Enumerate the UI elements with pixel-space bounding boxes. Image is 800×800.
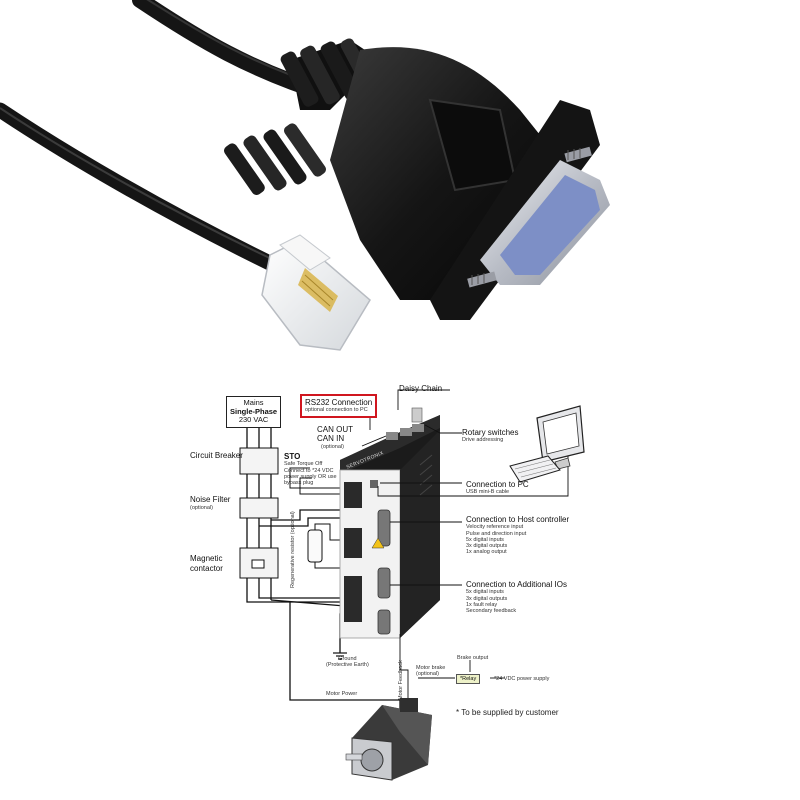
motor-brake-line2: (optional) bbox=[416, 671, 439, 678]
brake-output-label: Brake output bbox=[457, 655, 489, 661]
rs232-callout: RS232 Connection optional connection to … bbox=[300, 394, 378, 418]
footnote: * To be supplied by customer bbox=[456, 708, 559, 717]
host-item: 5x digital inputs bbox=[466, 536, 504, 543]
mains-voltage: 230 VAC bbox=[238, 415, 269, 425]
regen-label: Regenerative resistor (optional) bbox=[290, 511, 296, 588]
mains-box: Mains Single-Phase 230 VAC bbox=[226, 396, 282, 428]
host-item: 1x analog output bbox=[466, 549, 507, 556]
motor-feedback-label: Motor Feedback bbox=[398, 660, 404, 700]
sto-line1: Safe Torque Off bbox=[284, 461, 323, 468]
regen-resistor bbox=[307, 523, 345, 569]
rj11-contacts bbox=[298, 268, 338, 312]
can-in-note: (optional) bbox=[321, 444, 344, 450]
power-supply-label: *24 VDC power supply bbox=[494, 676, 550, 682]
ios-item: Secondary feedback bbox=[466, 608, 517, 615]
magnetic-contactor-label: Magnetic bbox=[190, 554, 223, 563]
mains-title: Mains bbox=[243, 398, 264, 407]
ios-item: 3x digital outputs bbox=[466, 595, 508, 602]
motor-brake-line1: Motor brake bbox=[416, 665, 446, 671]
daisy-chain-label: Daisy Chain bbox=[399, 384, 443, 393]
regen-label-1: Regenerative resistor bbox=[290, 535, 296, 588]
can-in-label: CAN IN bbox=[317, 434, 345, 443]
rs232-note: optional connection to PC bbox=[305, 407, 368, 414]
ios-item: 1x fault relay bbox=[466, 601, 498, 608]
sto-line2: Connect to *24 VDC bbox=[284, 467, 334, 474]
sto-line3: power supply OR use bbox=[284, 473, 337, 480]
circuit-breaker-label: Circuit Breaker bbox=[190, 451, 243, 460]
sto-title: STO bbox=[284, 452, 301, 461]
ios-title: Connection to Additional IOs bbox=[466, 580, 567, 589]
pc-callout: Connection to PC USB mini-B cable bbox=[466, 480, 529, 496]
host-item: Velocity reference input bbox=[466, 524, 524, 531]
pc-title: Connection to PC bbox=[466, 480, 529, 489]
ios-callout: Connection to Additional IOs 5x digital … bbox=[466, 580, 567, 614]
db9-connector bbox=[224, 38, 610, 320]
cable-lower bbox=[0, 102, 288, 276]
db9-insert bbox=[500, 175, 600, 275]
noise-filter-note: (optional) bbox=[190, 505, 213, 511]
ground-callout: Ground (Protective Earth) bbox=[326, 656, 369, 669]
servo-motor bbox=[345, 698, 432, 781]
ios-item: 5x digital inputs bbox=[466, 589, 504, 596]
servo-drive bbox=[339, 407, 440, 639]
host-callout: Connection to Host controller Velocity r… bbox=[466, 515, 569, 556]
rotary-callout: Rotary switches Drive addressing bbox=[462, 428, 518, 444]
rj11-connector bbox=[261, 234, 371, 351]
motor-power-label: Motor Power bbox=[326, 691, 358, 697]
sto-wiring bbox=[289, 467, 345, 495]
relay-box: *Relay bbox=[456, 674, 481, 685]
rotary-note: Drive addressing bbox=[462, 437, 504, 444]
rs232-title: RS232 Connection bbox=[305, 398, 373, 407]
sto-line4: bypass plug bbox=[284, 480, 314, 487]
noise-filter-label: Noise Filter bbox=[190, 495, 231, 504]
can-out-label: CAN OUT bbox=[317, 425, 353, 434]
computer-icon bbox=[509, 405, 585, 483]
screw-icon bbox=[467, 271, 497, 288]
mains-phase: Single-Phase bbox=[230, 406, 278, 416]
circuit-breaker bbox=[239, 447, 279, 475]
ground-icon bbox=[333, 652, 347, 660]
wiring-diagram bbox=[239, 389, 585, 781]
host-title: Connection to Host controller bbox=[466, 515, 570, 524]
pc-note: USB mini-B cable bbox=[466, 489, 510, 496]
regen-label-2: (optional) bbox=[290, 511, 296, 535]
magnetic-contactor bbox=[239, 547, 279, 579]
host-item: 3x digital outputs bbox=[466, 543, 508, 550]
magnetic-contactor-label-2: contactor bbox=[190, 564, 223, 573]
sto-callout: STO Safe Torque Off Connect to *24 VDC p… bbox=[284, 452, 337, 486]
host-item: Pulse and direction input bbox=[466, 530, 527, 537]
ground-line1: Ground bbox=[338, 656, 357, 662]
ground-line2: (Protective Earth) bbox=[326, 662, 369, 669]
noise-filter bbox=[239, 497, 279, 519]
cable-photo bbox=[0, 0, 610, 351]
motor-brake-callout: Motor brake (optional) bbox=[416, 665, 445, 678]
screw-icon bbox=[564, 146, 592, 163]
rotary-title: Rotary switches bbox=[462, 428, 519, 437]
